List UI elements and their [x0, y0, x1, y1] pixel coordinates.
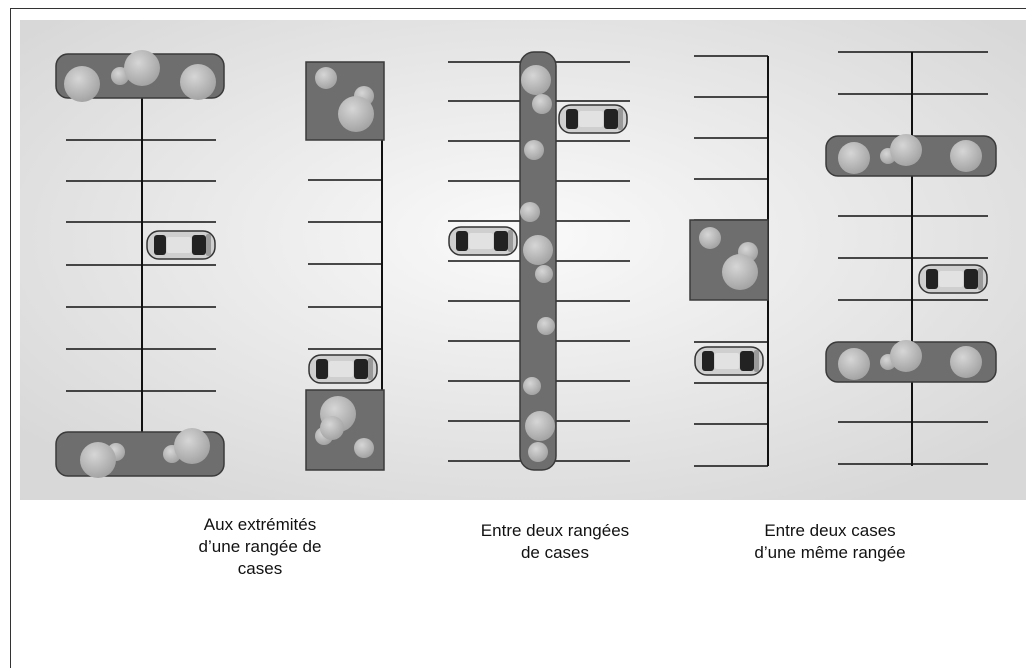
tree-icon: [64, 50, 216, 102]
caption-between-stalls: Entre deux cases d’une même rangée: [710, 520, 950, 564]
caption-line: de cases: [520, 543, 590, 562]
caption-line: Aux extrémités: [203, 515, 317, 534]
caption-line: Entre deux cases: [764, 521, 896, 540]
caption-between-rows: Entre deux rangées de cases: [435, 520, 675, 564]
layout-between-rows: [448, 51, 630, 471]
layout-ends: [55, 50, 225, 478]
stall-lines: [66, 139, 216, 392]
car-icon: [694, 346, 764, 376]
island-bottom: [55, 428, 225, 478]
tree-icon: [315, 67, 374, 132]
caption-line: d’une rangée de: [198, 537, 322, 556]
island-lower: [825, 340, 997, 383]
parking-diagram: [20, 20, 1026, 500]
island-median: [519, 51, 557, 471]
island-top: [305, 61, 385, 141]
island-middle: [689, 219, 769, 301]
tree-icon: [699, 227, 758, 290]
stall-lines: [838, 51, 988, 465]
tree-icon: [838, 134, 982, 174]
layout-between-stalls-double: [825, 51, 997, 466]
island-upper: [825, 134, 997, 177]
tree-icon: [838, 340, 982, 380]
island-top: [55, 50, 225, 102]
island-bottom: [305, 389, 385, 471]
car-icon: [918, 264, 988, 294]
car-icon: [558, 104, 628, 134]
car-icon: [448, 226, 518, 256]
layout-ends-single: [305, 61, 385, 471]
layout-between-stalls-single: [689, 55, 769, 467]
tree-icon: [520, 65, 555, 462]
caption-line: d’une même rangée: [754, 543, 906, 562]
tree-icon: [315, 396, 374, 458]
tree-icon: [80, 428, 210, 478]
caption-line: Entre deux rangées: [480, 521, 630, 540]
stall-lines: [308, 179, 382, 350]
caption-ends: Aux extrémités d’une rangée de cases: [145, 514, 375, 580]
caption-line: cases: [237, 559, 283, 578]
figure-frame: [10, 8, 1026, 668]
car-icon: [308, 354, 378, 384]
car-icon: [146, 230, 216, 260]
